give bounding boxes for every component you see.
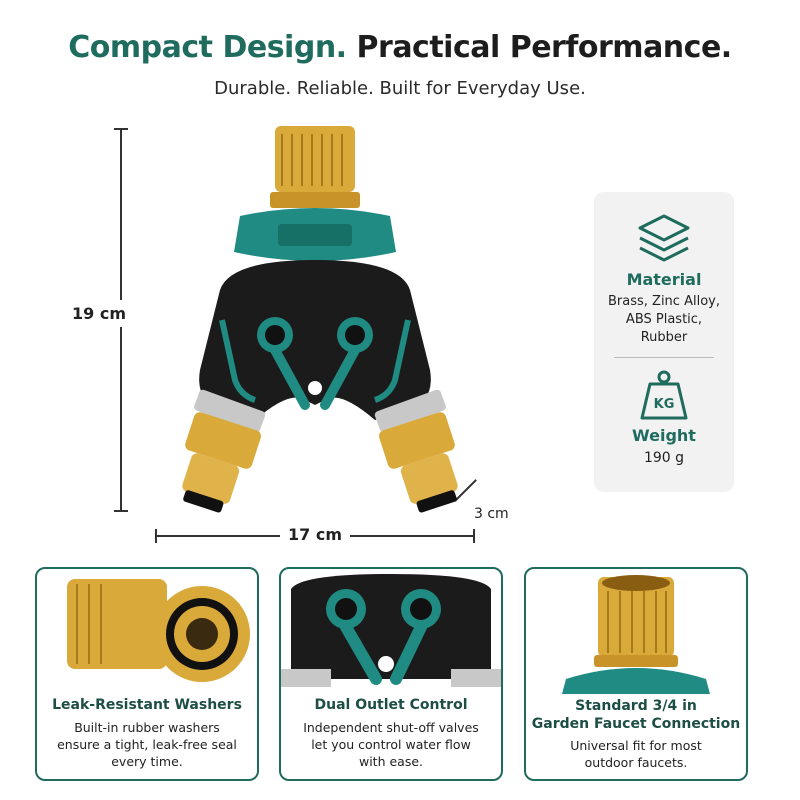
layers-icon bbox=[638, 214, 690, 262]
feature-title: Dual Outlet Control bbox=[314, 697, 468, 713]
feature-card-faucet-connection: Standard 3/4 in Garden Faucet Connection… bbox=[524, 567, 748, 781]
page-title: Compact Design. Practical Performance. bbox=[0, 30, 800, 65]
spec-divider bbox=[614, 357, 714, 358]
feature-text: Built-in rubber washers ensure a tight, … bbox=[57, 720, 237, 769]
weight-icon: KG bbox=[640, 370, 688, 420]
title-main: Practical Performance. bbox=[356, 30, 733, 65]
material-label: Material bbox=[626, 270, 702, 289]
faucet-connector-image bbox=[562, 575, 710, 694]
material-value: Brass, Zinc Alloy, ABS Plastic, Rubber bbox=[608, 294, 720, 345]
hose-splitter-image bbox=[182, 126, 458, 513]
page-subtitle: Durable. Reliable. Built for Everyday Us… bbox=[214, 78, 586, 99]
specs-panel: Material Brass, Zinc Alloy, ABS Plastic,… bbox=[594, 192, 734, 492]
feature-title: Standard 3/4 in Garden Faucet Connection bbox=[531, 698, 741, 732]
feature-card-valves: Dual Outlet Control Independent shut-off… bbox=[279, 567, 503, 781]
weight-label: Weight bbox=[632, 426, 696, 445]
feature-card-washers: Leak-Resistant Washers Built-in rubber w… bbox=[35, 567, 259, 781]
feature-text: Independent shut-off valves let you cont… bbox=[303, 720, 479, 769]
weight-value: 190 g bbox=[643, 450, 685, 466]
width-label: 17 cm bbox=[280, 525, 350, 544]
height-label: 19 cm bbox=[72, 300, 132, 327]
depth-label: 3 cm bbox=[474, 506, 509, 522]
washer-closeup-image bbox=[67, 579, 250, 682]
feature-text: Universal fit for most outdoor faucets. bbox=[570, 738, 702, 770]
svg-text:KG: KG bbox=[654, 397, 675, 412]
title-accent: Compact Design. bbox=[68, 30, 347, 65]
valves-closeup-image bbox=[281, 574, 501, 687]
feature-title: Leak-Resistant Washers bbox=[52, 697, 242, 713]
